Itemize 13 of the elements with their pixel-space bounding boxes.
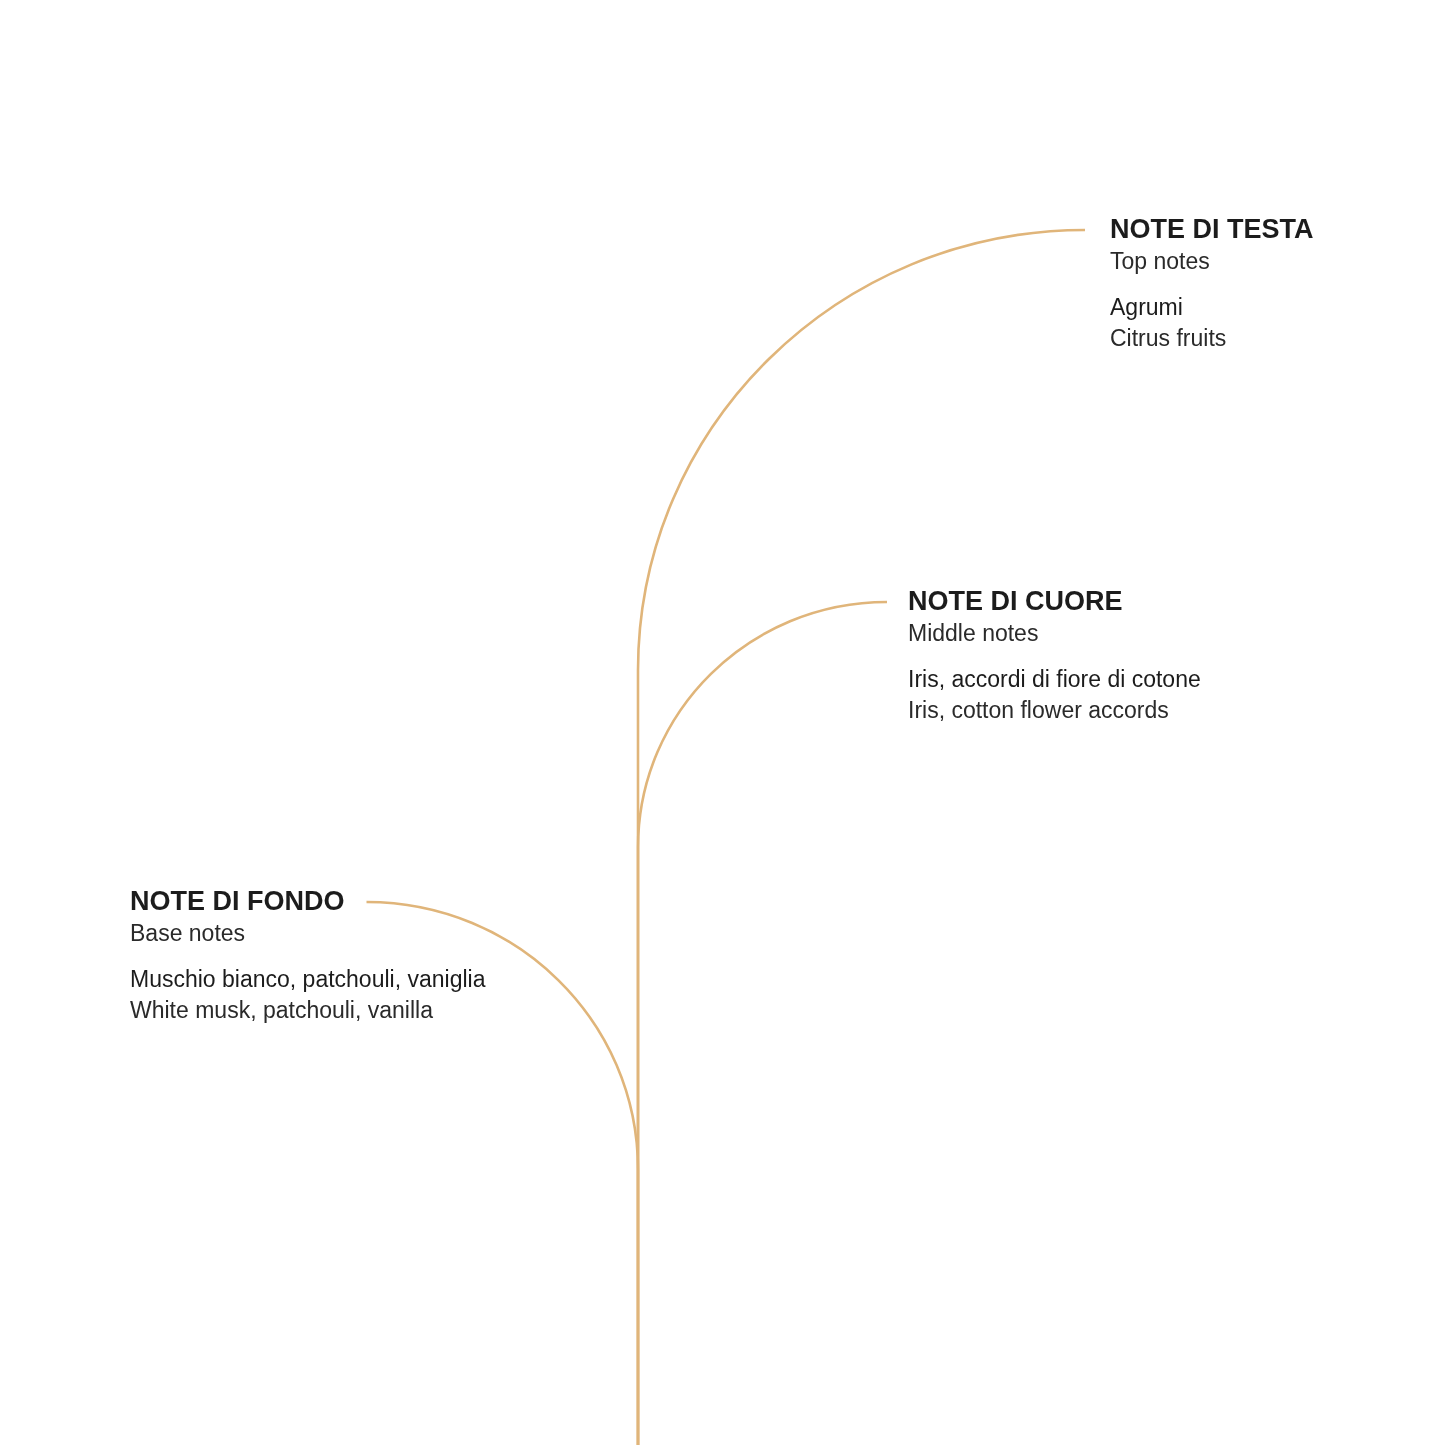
branch-line (366, 900, 640, 1445)
note-heading: NOTE DI FONDO (130, 885, 346, 917)
note-ingredients-translation: Iris, cotton flower accords (908, 696, 1170, 725)
note-subheading: Top notes (1110, 247, 1211, 276)
note-subheading: Middle notes (908, 619, 1040, 648)
note-heading: NOTE DI TESTA (1110, 213, 1314, 245)
note-ingredients-translation: White musk, patchouli, vanilla (130, 996, 434, 1025)
note-subheading: Base notes (130, 919, 247, 948)
note-ingredients: Iris, accordi di fiore di cotone (908, 665, 1201, 694)
note-ingredients: Agrumi (1110, 293, 1184, 322)
note-ingredients-translation: Citrus fruits (1110, 324, 1228, 353)
note-heading: NOTE DI CUORE (908, 585, 1124, 617)
note-ingredients: Muschio bianco, patchouli, vaniglia (130, 965, 486, 994)
